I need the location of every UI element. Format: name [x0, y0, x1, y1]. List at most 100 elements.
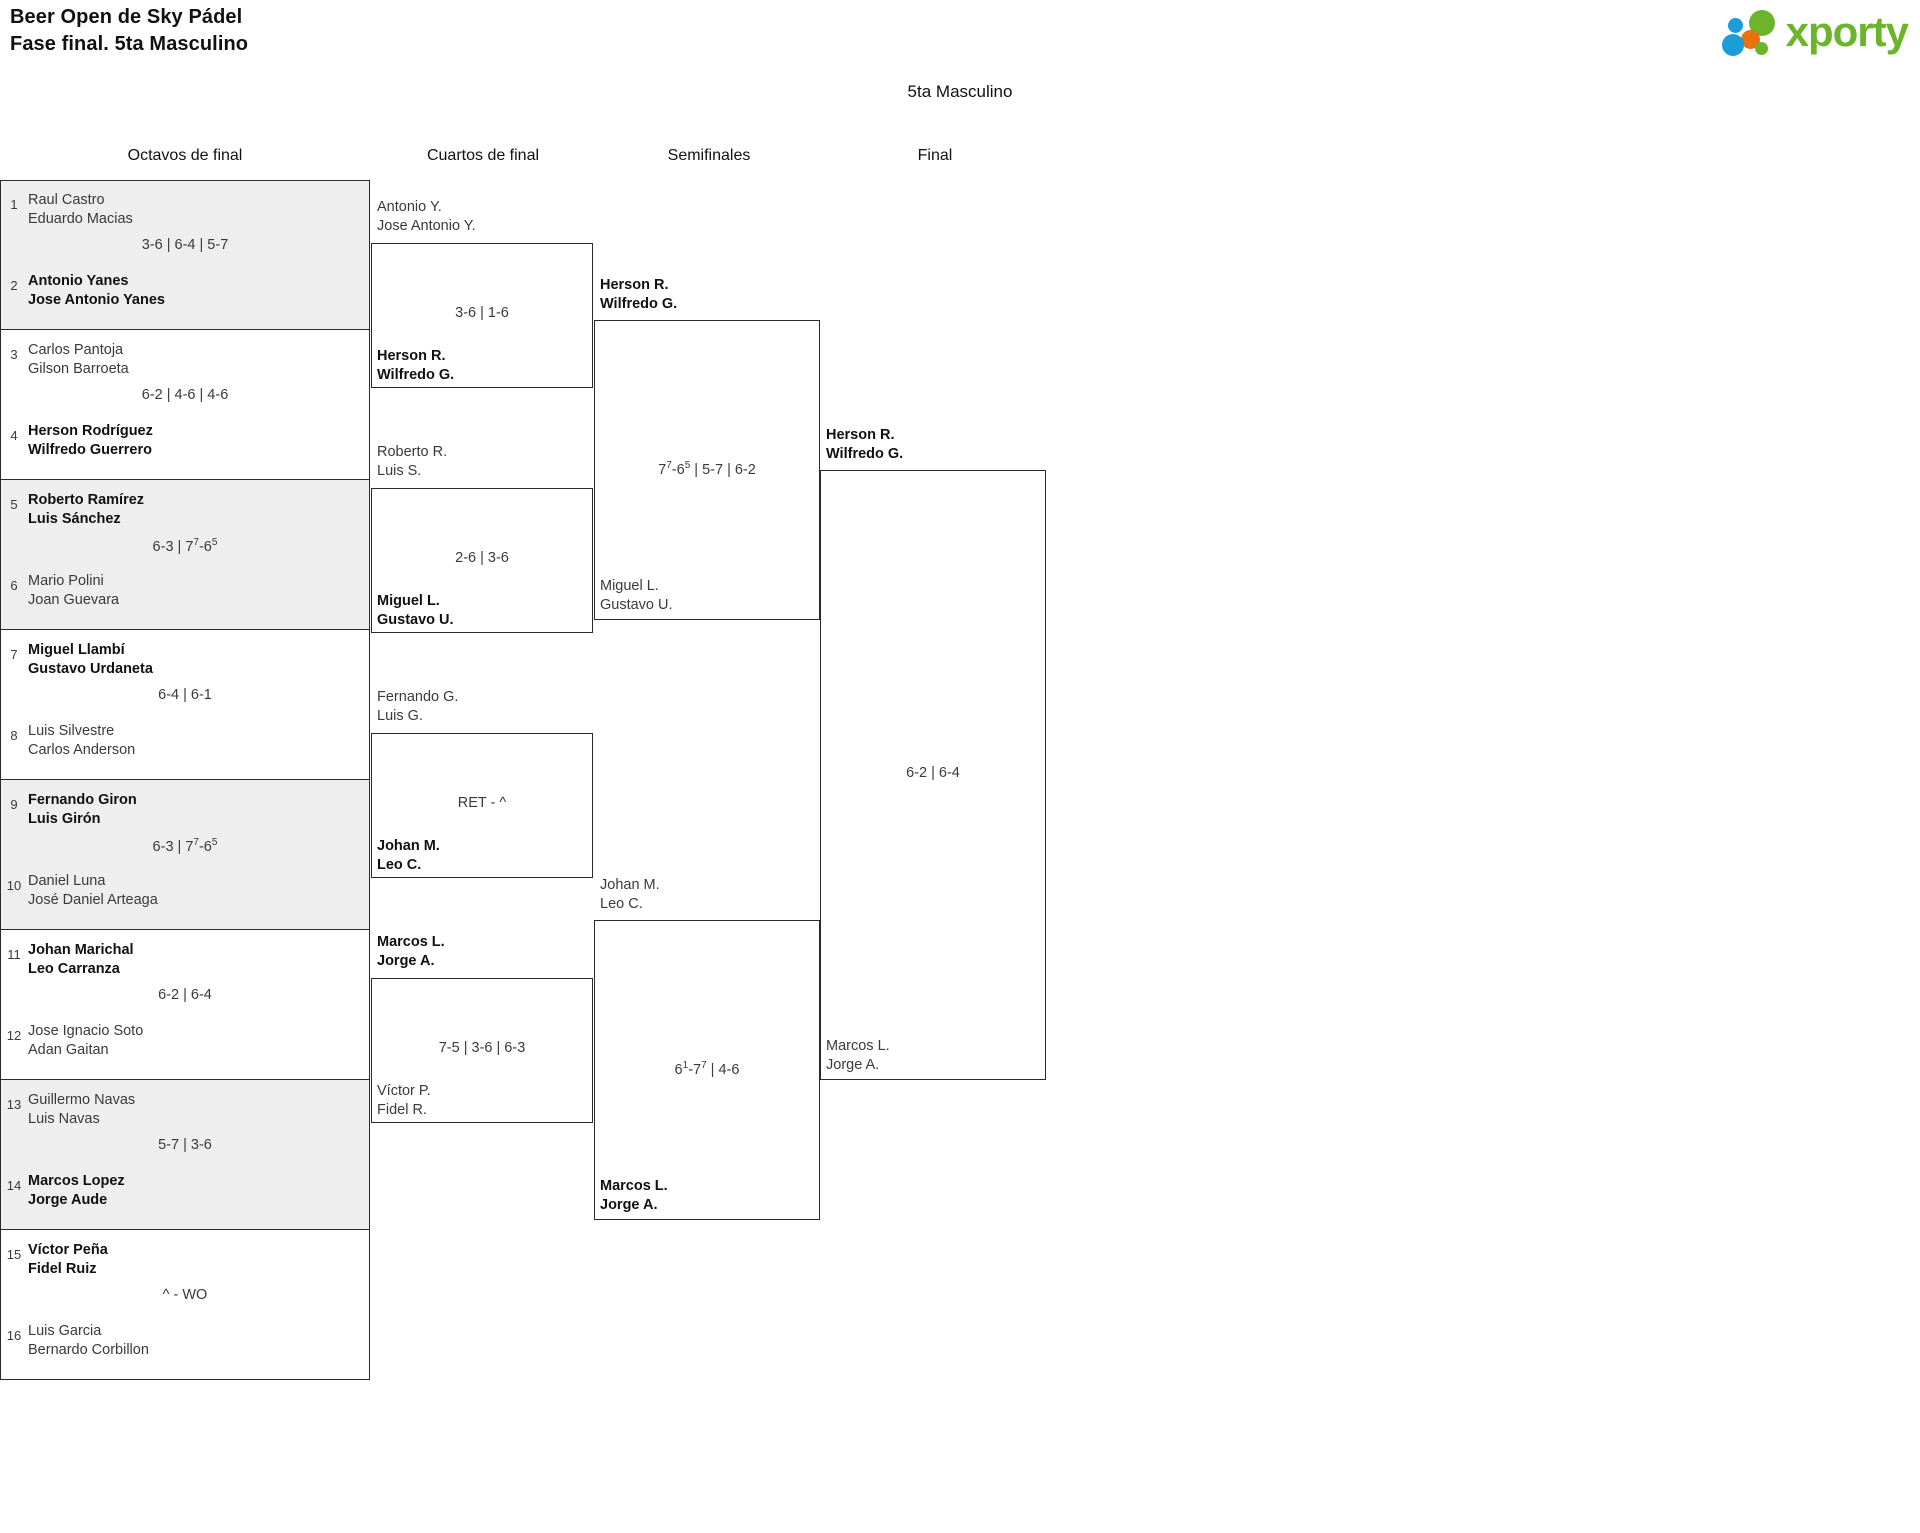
- match-block[interactable]: [0, 780, 370, 930]
- match-block[interactable]: [0, 1080, 370, 1230]
- match-team-top[interactable]: Antonio Y. Jose Antonio Y.: [377, 198, 476, 236]
- seed-number: 5: [10, 497, 18, 512]
- match-score: 6-3 | 77-65: [152, 837, 218, 855]
- seed-number: 6: [10, 578, 18, 593]
- match-block[interactable]: [594, 320, 820, 620]
- player-name-1: Carlos Pantoja: [28, 342, 124, 358]
- match-score: 7-5 | 3-6 | 6-3: [438, 1040, 526, 1056]
- player-name-2: Jorge A.: [377, 953, 435, 970]
- player-name-2: Fidel Ruiz: [28, 1261, 97, 1278]
- round-header-final: Final: [917, 147, 953, 164]
- seed-number: 1: [10, 197, 18, 212]
- match-score: RET - ^: [457, 795, 507, 811]
- match-block[interactable]: [0, 180, 370, 330]
- match-block[interactable]: [0, 1230, 370, 1380]
- player-name-2: Jorge A.: [826, 1057, 880, 1074]
- match-score: 3-6 | 6-4 | 5-7: [141, 237, 229, 253]
- match-team-top[interactable]: Roberto R.Luis S.: [377, 443, 447, 481]
- match-team-bottom[interactable]: Herson R.Wilfredo G.: [377, 347, 454, 385]
- seed-number: 8: [10, 728, 18, 743]
- match-team-top[interactable]: Herson R.Wilfredo G.: [600, 276, 677, 314]
- player-name-1: Johan M.: [377, 838, 440, 854]
- match-team-bottom[interactable]: Marcos L.Jorge A.: [600, 1177, 668, 1215]
- match-team-bottom[interactable]: Johan M.Leo C.: [377, 837, 440, 875]
- player-name-2: Wilfredo Guerrero: [28, 442, 152, 459]
- match-team-bottom[interactable]: Miguel L.Gustavo U.: [377, 592, 454, 630]
- player-name-1: Miguel L.: [377, 593, 440, 609]
- match-team-bottom[interactable]: Marcos L.Jorge A.: [826, 1037, 890, 1075]
- match-block[interactable]: [0, 630, 370, 780]
- match-team-bottom[interactable]: Miguel L.Gustavo U.: [600, 577, 673, 615]
- match-block[interactable]: [371, 978, 593, 1123]
- match-score: 2-6 | 3-6: [455, 550, 509, 566]
- match-block[interactable]: [0, 930, 370, 1080]
- player-name-2: Gustavo Urdaneta: [28, 661, 153, 678]
- match-team-bottom[interactable]: Víctor P.Fidel R.: [377, 1082, 431, 1120]
- xporty-logo: xporty: [1721, 8, 1909, 56]
- player-name-2: Jose Antonio Y.: [377, 218, 476, 235]
- tournament-phase: Fase final. 5ta Masculino: [10, 33, 249, 55]
- player-name-1: Johan M.: [600, 877, 660, 893]
- match-block[interactable]: [371, 733, 593, 878]
- player-name-1: Mario Polini: [28, 573, 104, 589]
- match-team-top[interactable]: Herson R.Wilfredo G.: [826, 426, 903, 464]
- match-block[interactable]: [371, 488, 593, 633]
- seed-number: 7: [10, 647, 18, 662]
- player-name-2: Luis G.: [377, 708, 423, 725]
- match-block[interactable]: [820, 470, 1046, 1080]
- category-title: 5ta Masculino: [907, 82, 1013, 101]
- logo-wordmark: xporty: [1785, 8, 1909, 55]
- match-block[interactable]: [0, 330, 370, 480]
- player-name-1: Marcos Lopez: [28, 1173, 125, 1189]
- player-name-2: Jorge Aude: [28, 1192, 108, 1209]
- player-name-1: Miguel L.: [600, 578, 659, 594]
- seed-number: 11: [7, 947, 21, 962]
- player-name-2: Wilfredo G.: [826, 446, 904, 463]
- match-block[interactable]: [0, 480, 370, 630]
- match-block[interactable]: [594, 920, 820, 1220]
- player-name-2: Joan Guevara: [28, 592, 120, 609]
- match-team-top[interactable]: Johan M.Leo C.: [600, 876, 660, 914]
- player-name-1: Guillermo Navas: [28, 1092, 136, 1108]
- player-name-1: Víctor P.: [377, 1083, 431, 1099]
- match-score: 6-2 | 6-4: [906, 765, 960, 781]
- match-team-top[interactable]: Fernando G.Luis G.: [377, 688, 458, 726]
- player-name-1: Herson Rodríguez: [28, 423, 153, 439]
- match-team-top[interactable]: Marcos L.Jorge A.: [377, 933, 445, 971]
- match-score: 5-7 | 3-6: [158, 1137, 212, 1153]
- player-name-1: Antonio Y.: [377, 199, 442, 215]
- match-block[interactable]: [371, 243, 593, 388]
